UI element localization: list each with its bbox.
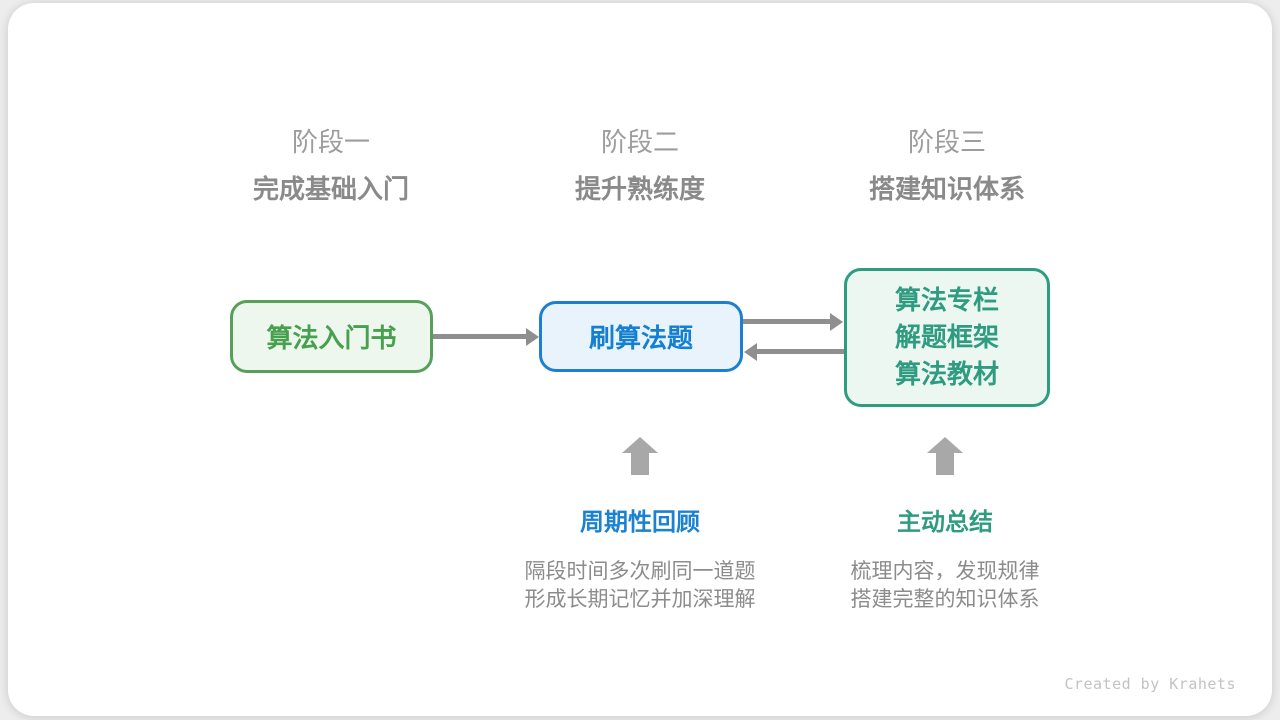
annotation-periodic-review-desc-line-2: 形成长期记忆并加深理解 xyxy=(524,588,756,611)
node-resources: 算法专栏 解题框架 算法教材 xyxy=(844,268,1050,407)
node-resources-line-3: 算法教材 xyxy=(894,359,999,389)
annotation-periodic-review-desc: 隔段时间多次刷同一道题 形成长期记忆并加深理解 xyxy=(470,558,810,614)
node-practice-label: 刷算法题 xyxy=(588,323,693,353)
up-arrow-review-head xyxy=(622,437,658,453)
annotation-active-summary-title: 主动总结 xyxy=(897,509,993,536)
stage-3-header: 阶段三 搭建知识体系 xyxy=(787,126,1107,205)
node-intro-book-label: 算法入门书 xyxy=(266,323,397,353)
arrow-practice-to-resources-head-icon xyxy=(830,313,843,331)
annotation-active-summary: 主动总结 梳理内容，发现规律 搭建完整的知识体系 xyxy=(775,508,1115,614)
stage-1-label: 阶段一 xyxy=(291,127,370,157)
annotation-periodic-review: 周期性回顾 隔段时间多次刷同一道题 形成长期记忆并加深理解 xyxy=(470,508,810,614)
annotation-active-summary-desc-line-1: 梳理内容，发现规律 xyxy=(850,560,1040,583)
annotation-periodic-review-title: 周期性回顾 xyxy=(580,509,700,536)
arrow-practice-to-resources-line xyxy=(743,319,831,324)
node-resources-line-1: 算法专栏 xyxy=(894,285,999,315)
node-intro-book: 算法入门书 xyxy=(230,300,433,373)
arrow-resources-to-practice-line xyxy=(757,349,844,354)
stage-2-title: 提升熟练度 xyxy=(574,174,705,204)
up-arrow-summarize-stem xyxy=(936,453,954,475)
annotation-active-summary-desc: 梳理内容，发现规律 搭建完整的知识体系 xyxy=(775,558,1115,614)
stage-3-title: 搭建知识体系 xyxy=(868,174,1025,204)
up-arrow-review-icon xyxy=(622,437,658,475)
stage-1-title: 完成基础入门 xyxy=(252,174,409,204)
annotation-periodic-review-desc-line-1: 隔段时间多次刷同一道题 xyxy=(524,560,756,583)
stage-2-label: 阶段二 xyxy=(600,127,679,157)
credit-text: Created by Krahets xyxy=(1064,675,1236,693)
up-arrow-summarize-icon xyxy=(927,437,963,475)
node-practice: 刷算法题 xyxy=(539,301,743,372)
stage-1-header: 阶段一 完成基础入门 xyxy=(171,126,491,205)
arrow-resources-to-practice-head-icon xyxy=(744,343,757,361)
annotation-active-summary-desc-line-2: 搭建完整的知识体系 xyxy=(850,588,1040,611)
stage-2-header: 阶段二 提升熟练度 xyxy=(480,126,800,205)
arrow-intro-to-practice-head-icon xyxy=(526,328,539,346)
stage-3-label: 阶段三 xyxy=(907,127,986,157)
arrow-intro-to-practice-line xyxy=(433,334,527,339)
up-arrow-summarize-head xyxy=(927,437,963,453)
up-arrow-review-stem xyxy=(631,453,649,475)
node-resources-line-2: 解题框架 xyxy=(894,322,999,352)
